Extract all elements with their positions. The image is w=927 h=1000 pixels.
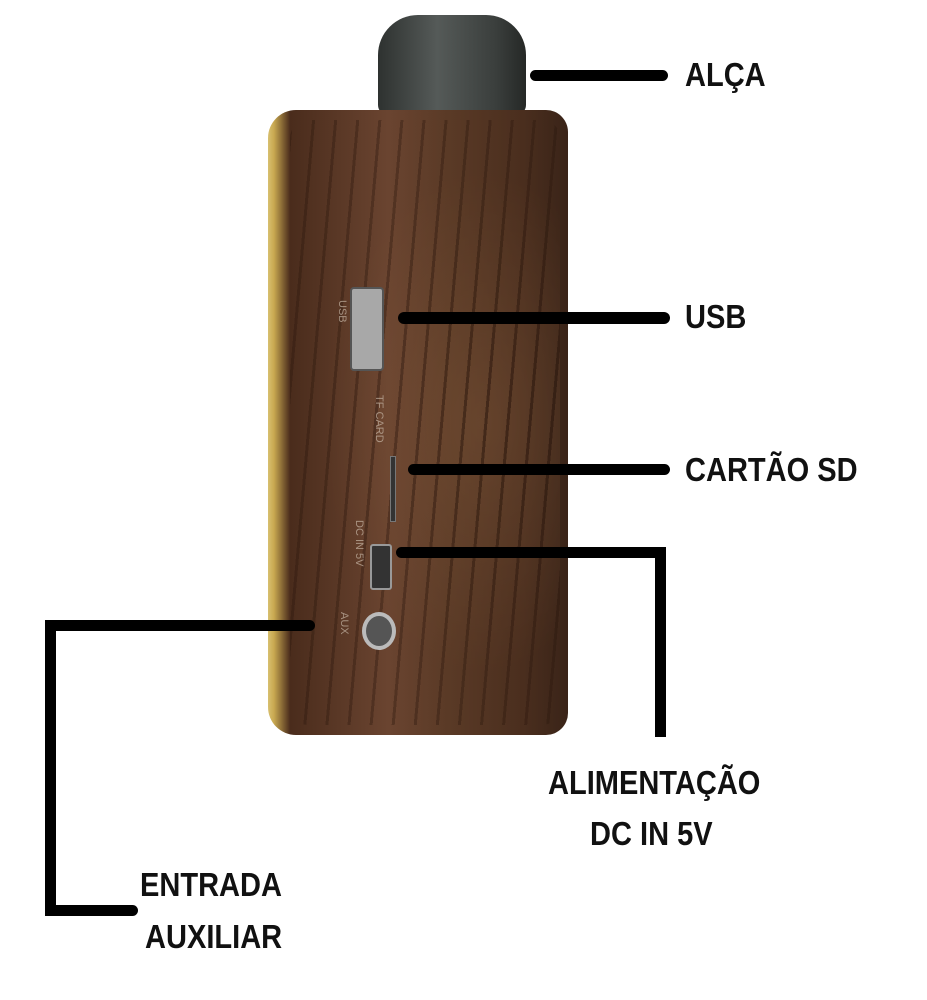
dc-pointer-line-h xyxy=(396,547,666,558)
usb-label: USB xyxy=(685,298,747,335)
usb-marking: USB xyxy=(336,300,348,323)
card-marking: TF CARD xyxy=(373,395,385,443)
speaker-body xyxy=(268,110,568,735)
aux-label-line2: AUXILIAR xyxy=(145,918,283,955)
handle-pointer-line xyxy=(530,70,668,81)
sd-card-label: CARTÃO SD xyxy=(685,451,858,488)
power-label-line1: ALIMENTAÇÃO xyxy=(548,764,761,801)
wood-grain xyxy=(290,120,560,725)
handle-label: ALÇA xyxy=(685,56,766,93)
speaker-handle xyxy=(378,15,526,115)
usb-port xyxy=(350,287,384,371)
sd-card-slot xyxy=(390,456,396,522)
aux-pointer-line-h xyxy=(45,620,315,631)
sd-pointer-line xyxy=(408,464,670,475)
dc-pointer-line-v xyxy=(655,547,666,737)
dc-in-port xyxy=(370,544,392,590)
dc-marking: DC IN 5V xyxy=(353,520,365,567)
usb-pointer-line xyxy=(398,312,670,324)
aux-label-line1: ENTRADA xyxy=(140,866,282,903)
aux-marking: AUX xyxy=(338,612,350,635)
aux-jack xyxy=(362,612,396,650)
aux-pointer-line-v xyxy=(45,620,56,916)
power-label-line2: DC IN 5V xyxy=(590,815,713,852)
aux-pointer-line-end xyxy=(45,905,138,916)
